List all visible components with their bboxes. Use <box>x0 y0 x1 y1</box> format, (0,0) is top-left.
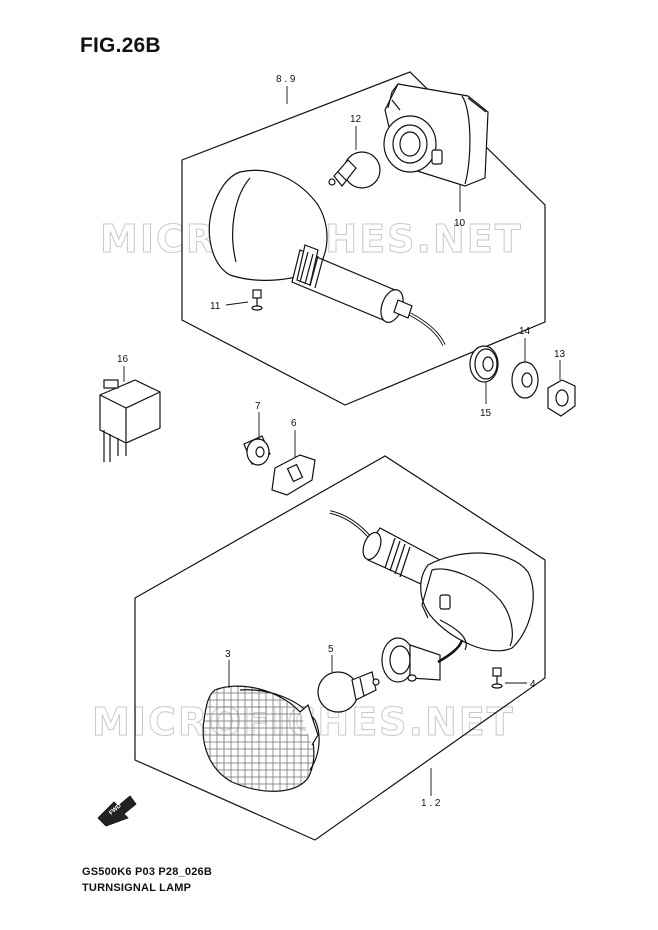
grommet-7 <box>243 435 271 466</box>
upper-turnsignal-body <box>208 169 446 346</box>
nut-15 <box>469 345 499 383</box>
label-4: 4 <box>530 679 536 690</box>
label-14: 14 <box>519 326 531 337</box>
label-5: 5 <box>328 644 334 655</box>
lens-3 <box>202 685 320 792</box>
bulb-5 <box>317 671 380 713</box>
lower-assembly-frame <box>134 455 546 841</box>
reflector-socket-10 <box>383 83 489 187</box>
figure-code: GS500K6 P03 P28_026B <box>82 866 212 878</box>
label-13: 13 <box>554 349 566 360</box>
label-15: 15 <box>480 408 492 419</box>
label-16: 16 <box>117 354 129 365</box>
label-8-9: 8 . 9 <box>276 74 296 85</box>
nut-13 <box>547 379 576 417</box>
lower-turnsignal-body <box>329 510 534 652</box>
screw-4 <box>491 667 503 689</box>
figure-name: TURNSIGNAL LAMP <box>82 882 192 894</box>
label-3: 3 <box>225 649 231 660</box>
label-10: 10 <box>454 218 466 229</box>
label-6: 6 <box>291 418 297 429</box>
label-1-2: 1 . 2 <box>421 798 441 809</box>
label-7: 7 <box>255 401 261 412</box>
spacer-6 <box>271 454 316 496</box>
label-12: 12 <box>350 114 362 125</box>
forward-direction-arrow: FWD <box>97 795 137 827</box>
screw-11 <box>251 289 263 311</box>
lower-bulb-socket <box>381 637 464 683</box>
label-11: 11 <box>210 301 221 312</box>
upper-assembly-frame <box>181 71 546 406</box>
relay-16 <box>99 379 161 462</box>
bulb-12 <box>328 151 381 189</box>
figure-title: FIG.26B <box>80 34 161 57</box>
washer-14 <box>511 361 539 399</box>
leader-lines <box>123 86 561 796</box>
